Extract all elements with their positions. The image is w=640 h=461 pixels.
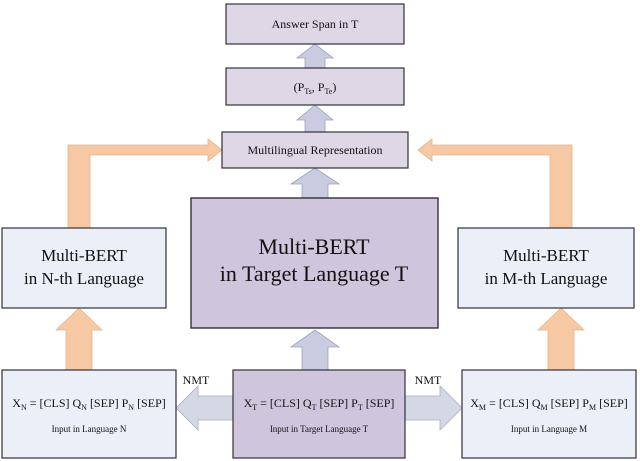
input-left-formula: XN = [CLS] QN [SEP] PN [SEP]: [12, 396, 165, 412]
positions-label: (PTs, PTe): [294, 80, 337, 96]
nmt-label-right: NMT: [415, 373, 442, 387]
bert-center-box: [190, 197, 439, 329]
answer-span-box: [225, 3, 405, 45]
input-right-box: [461, 369, 637, 459]
multilingual-representation-box: [221, 131, 409, 169]
up-arrow-answer: [295, 43, 335, 69]
answer-span-label: Answer Span in T: [272, 17, 359, 31]
bert-left-line1: Multi-BERT: [41, 246, 127, 265]
up-arrow-positions: [295, 104, 335, 133]
orange-elbow-arrow-right: [417, 138, 573, 229]
input-center-box: [232, 369, 406, 459]
nmt-arrow-left: [175, 385, 234, 431]
bert-right-box: [457, 227, 635, 309]
up-arrow-center-input: [289, 329, 341, 371]
bert-center-line1: Multi-BERT: [258, 234, 370, 259]
bert-center-line2: in Target Language T: [220, 261, 409, 286]
input-center-formula: XT = [CLS] QT [SEP] PT [SEP]: [244, 396, 395, 412]
nmt-arrow-right: [404, 385, 463, 431]
up-arrow-representation: [289, 167, 341, 199]
multilingual-representation-label: Multilingual Representation: [248, 143, 383, 157]
input-center-caption: Input in Target Language T: [270, 424, 369, 434]
input-left-caption: Input in Language N: [52, 424, 127, 434]
bert-left-box: [1, 227, 167, 309]
bert-right-line1: Multi-BERT: [503, 246, 589, 265]
positions-box: [225, 67, 405, 106]
input-left-box: [1, 369, 177, 459]
input-right-caption: Input in Language M: [511, 424, 587, 434]
input-right-formula: XM = [CLS] QM [SEP] PM [SEP]: [470, 396, 628, 412]
nmt-label-left: NMT: [183, 373, 210, 387]
orange-up-arrow-left: [55, 307, 103, 371]
bert-right-line2: in M-th Language: [485, 269, 608, 288]
bert-left-line2: in N-th Language: [24, 269, 144, 288]
orange-elbow-arrow-left: [67, 138, 223, 229]
orange-up-arrow-right: [537, 307, 585, 371]
